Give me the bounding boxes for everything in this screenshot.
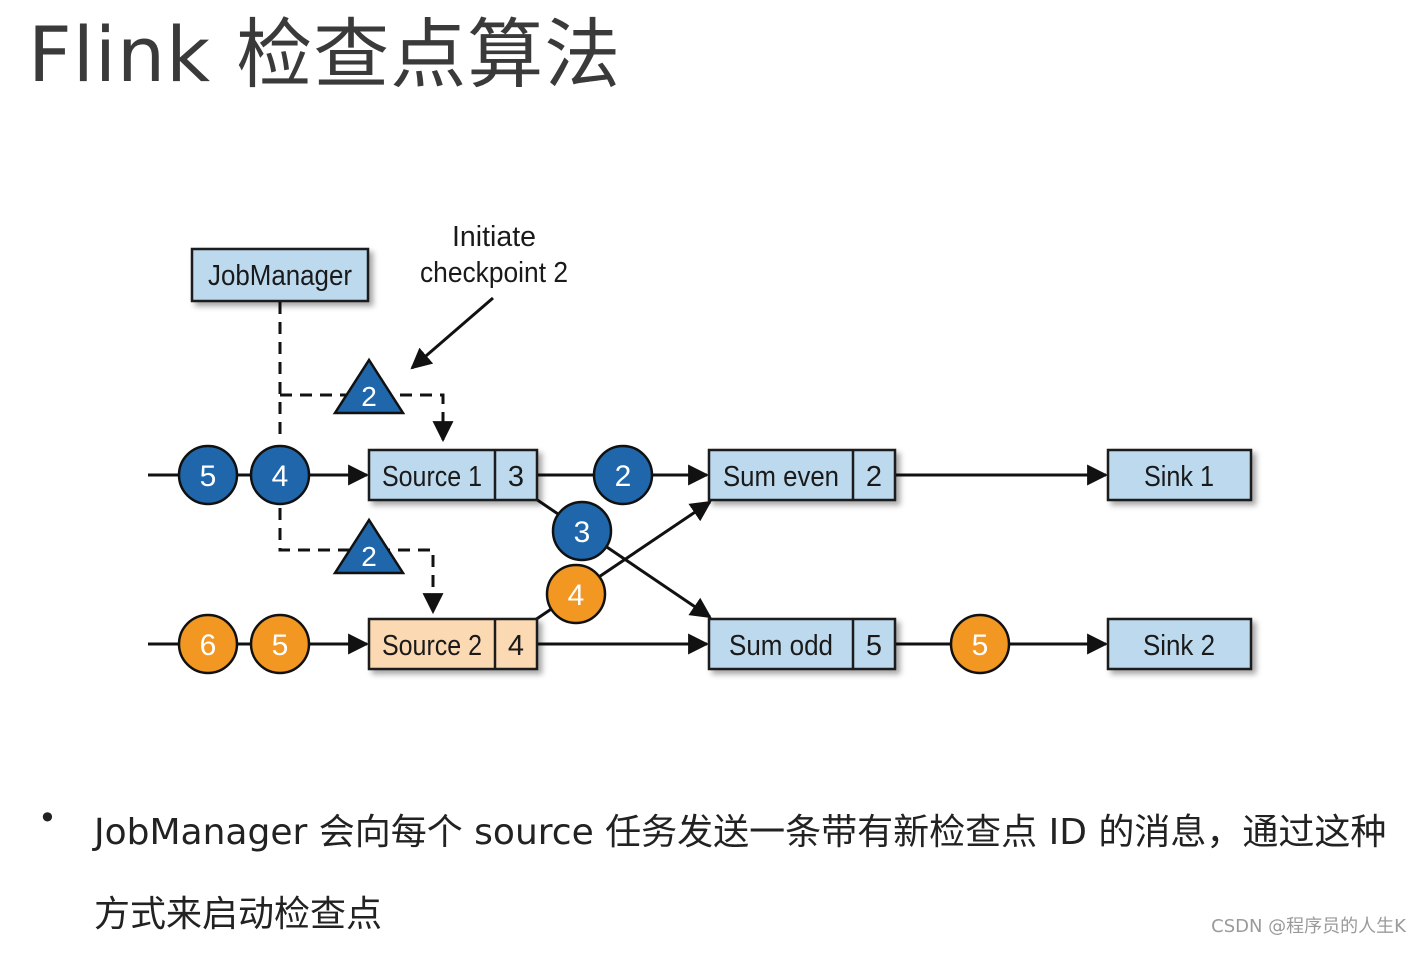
record-in1-a: 5 — [177, 444, 239, 506]
barrier-top-label: 2 — [361, 381, 377, 412]
svg-text:5: 5 — [972, 629, 989, 662]
description-paragraph: JobManager 会向每个 source 任务发送一条带有新检查点 ID 的… — [94, 812, 1387, 935]
source1-label: Source 1 — [382, 461, 482, 493]
sink2-label: Sink 2 — [1143, 630, 1215, 662]
annotation-checkpoint: checkpoint 2 — [420, 257, 568, 289]
svg-text:6: 6 — [200, 629, 217, 662]
svg-text:3: 3 — [574, 516, 591, 549]
record-s2-to-even: 4 — [545, 563, 607, 625]
source1-state: 3 — [508, 461, 524, 493]
source2-node — [367, 617, 539, 671]
watermark: CSDN @程序员的人生K — [1211, 916, 1406, 937]
control-lines — [278, 302, 454, 615]
svg-text:4: 4 — [272, 460, 289, 493]
annotation-initiate: Initiate — [452, 221, 536, 253]
sum-odd-label: Sum odd — [729, 630, 833, 662]
record-s1-to-even: 2 — [592, 444, 654, 506]
barrier-bottom: 2 — [332, 517, 406, 575]
record-in2-a: 6 — [177, 613, 239, 675]
record-in2-b: 5 — [249, 613, 311, 675]
source2-state: 4 — [508, 630, 524, 662]
record-in1-b: 4 — [249, 444, 311, 506]
record-odd-to-sink: 5 — [949, 613, 1011, 675]
sum-even-node — [707, 448, 897, 502]
source2-label: Source 2 — [382, 630, 482, 662]
jobmanager-node: JobManager — [190, 247, 370, 303]
svg-text:2: 2 — [615, 460, 632, 493]
barrier-top: 2 — [332, 357, 406, 415]
bullet-dot: • — [38, 799, 57, 837]
svg-text:5: 5 — [200, 460, 217, 493]
barrier-bottom-label: 2 — [361, 541, 377, 572]
record-s1-to-odd: 3 — [551, 500, 613, 562]
svg-text:5: 5 — [272, 629, 289, 662]
sum-even-label: Sum even — [723, 461, 839, 493]
sink1-node — [1106, 448, 1253, 502]
annotation-arrow — [410, 296, 494, 370]
sum-odd-state: 5 — [866, 630, 882, 662]
svg-text:4: 4 — [568, 579, 585, 612]
sum-even-state: 2 — [866, 461, 882, 493]
sink1-label: Sink 1 — [1144, 461, 1214, 493]
sum-odd-node — [707, 617, 897, 671]
sink2-node — [1106, 617, 1253, 671]
jobmanager-label: JobManager — [208, 260, 352, 292]
page-title: Flink 检查点算法 — [28, 10, 622, 99]
source1-node — [367, 448, 539, 502]
